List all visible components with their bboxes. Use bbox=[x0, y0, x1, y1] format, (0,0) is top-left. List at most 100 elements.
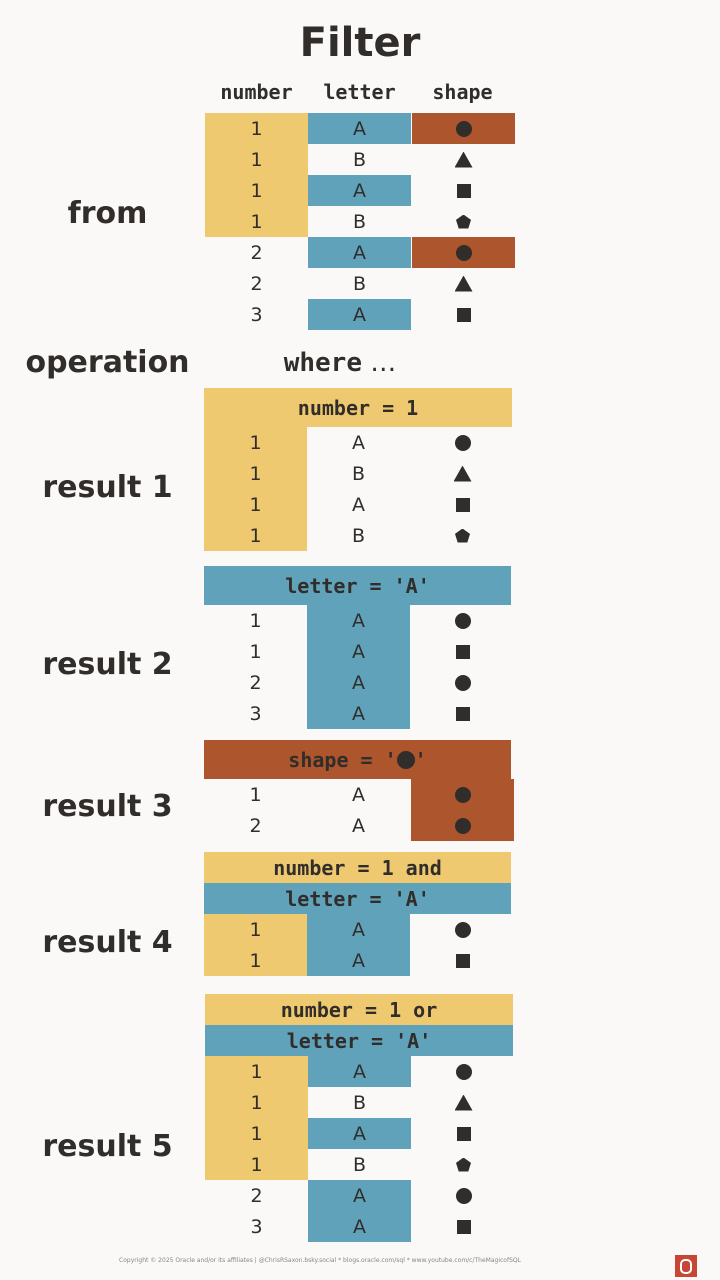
letter-cell: A bbox=[307, 914, 410, 945]
square-icon bbox=[455, 497, 470, 512]
shape-cell bbox=[412, 1149, 515, 1180]
number-cell: 2 bbox=[250, 1184, 263, 1207]
number-cell: 1 bbox=[205, 1149, 308, 1180]
circle-icon bbox=[455, 1063, 472, 1080]
shape-cell bbox=[412, 237, 515, 268]
number-cell: 1 bbox=[249, 609, 262, 632]
letter-cell: B bbox=[351, 524, 366, 547]
shape-cell bbox=[411, 427, 514, 458]
letter-cell: A bbox=[307, 605, 410, 636]
letter-cell: A bbox=[307, 636, 410, 667]
letter-cell: B bbox=[352, 148, 367, 171]
shape-cell bbox=[412, 1211, 515, 1242]
condition-label: number = 1 or bbox=[205, 994, 513, 1025]
shape-cell bbox=[411, 779, 514, 810]
letter-cell: A bbox=[307, 667, 410, 698]
condition-label: letter = 'A' bbox=[205, 1025, 513, 1056]
number-cell: 1 bbox=[205, 206, 308, 237]
letter-cell: B bbox=[352, 210, 367, 233]
shape-cell bbox=[411, 520, 514, 551]
shape-cell bbox=[412, 299, 515, 330]
circle-icon bbox=[454, 786, 471, 803]
label-result-4: result 4 bbox=[42, 925, 173, 960]
letter-cell: A bbox=[352, 814, 365, 837]
number-cell: 1 bbox=[249, 640, 262, 663]
number-cell: 1 bbox=[204, 489, 307, 520]
condition-label: number = 1 bbox=[204, 388, 512, 427]
label-result-3: result 3 bbox=[42, 789, 173, 824]
letter-cell: A bbox=[308, 175, 411, 206]
circle-icon bbox=[454, 817, 471, 834]
shape-cell bbox=[411, 458, 514, 489]
shape-cell bbox=[411, 489, 514, 520]
letter-cell: B bbox=[352, 1153, 367, 1176]
condition-label: shape = ' ' bbox=[204, 740, 511, 779]
number-cell: 1 bbox=[204, 427, 307, 458]
condition-text-after: ' bbox=[414, 747, 427, 772]
condition-label: number = 1 and bbox=[204, 852, 511, 883]
page-title: Filter bbox=[299, 20, 421, 66]
header-letter: letter bbox=[323, 80, 396, 104]
shape-cell bbox=[411, 698, 514, 729]
shape-cell bbox=[412, 1118, 515, 1149]
circle-icon bbox=[455, 1187, 472, 1204]
shape-cell bbox=[412, 113, 515, 144]
shape-cell bbox=[412, 268, 515, 299]
number-cell: 1 bbox=[205, 1118, 308, 1149]
label-operation: operation bbox=[25, 345, 190, 380]
circle-icon bbox=[455, 120, 472, 137]
number-cell: 3 bbox=[250, 303, 263, 326]
letter-cell: A bbox=[308, 299, 411, 330]
triangle-icon bbox=[454, 275, 473, 292]
letter-cell: A bbox=[352, 783, 365, 806]
triangle-icon bbox=[453, 465, 472, 482]
header-shape: shape bbox=[432, 80, 493, 104]
square-icon bbox=[456, 1219, 471, 1234]
condition-label: letter = 'A' bbox=[204, 883, 511, 914]
letter-cell: A bbox=[308, 237, 411, 268]
triangle-icon bbox=[454, 1094, 473, 1111]
number-cell: 1 bbox=[205, 175, 308, 206]
shape-cell bbox=[411, 605, 514, 636]
pentagon-icon bbox=[456, 214, 471, 229]
triangle-icon bbox=[454, 151, 473, 168]
shape-cell bbox=[412, 1180, 515, 1211]
label-result-2: result 2 bbox=[42, 647, 173, 682]
letter-cell: A bbox=[307, 945, 410, 976]
number-cell: 2 bbox=[250, 241, 263, 264]
letter-cell: A bbox=[308, 1118, 411, 1149]
shape-cell bbox=[412, 206, 515, 237]
letter-cell: B bbox=[352, 1091, 367, 1114]
letter-cell: A bbox=[352, 493, 365, 516]
label-result-5: result 5 bbox=[42, 1129, 173, 1164]
number-cell: 1 bbox=[249, 783, 262, 806]
column-headers: number letter shape bbox=[205, 80, 515, 108]
letter-cell: B bbox=[352, 272, 367, 295]
circle-icon bbox=[396, 750, 415, 769]
label-result-1: result 1 bbox=[42, 470, 173, 505]
shape-cell bbox=[411, 667, 514, 698]
shape-cell bbox=[412, 1056, 515, 1087]
circle-icon bbox=[454, 921, 471, 938]
condition-text-before: shape = ' bbox=[288, 747, 397, 772]
number-cell: 1 bbox=[205, 1056, 308, 1087]
letter-cell: A bbox=[352, 431, 365, 454]
shape-cell bbox=[411, 945, 514, 976]
letter-cell: A bbox=[308, 1056, 411, 1087]
number-cell: 3 bbox=[249, 702, 262, 725]
shape-cell bbox=[411, 810, 514, 841]
number-cell: 3 bbox=[250, 1215, 263, 1238]
label-from: from bbox=[67, 196, 148, 231]
number-cell: 2 bbox=[249, 814, 262, 837]
where-ellipsis: … bbox=[362, 348, 397, 378]
number-cell: 2 bbox=[250, 272, 263, 295]
shape-cell bbox=[411, 636, 514, 667]
square-icon bbox=[456, 1126, 471, 1141]
shape-cell bbox=[412, 1087, 515, 1118]
